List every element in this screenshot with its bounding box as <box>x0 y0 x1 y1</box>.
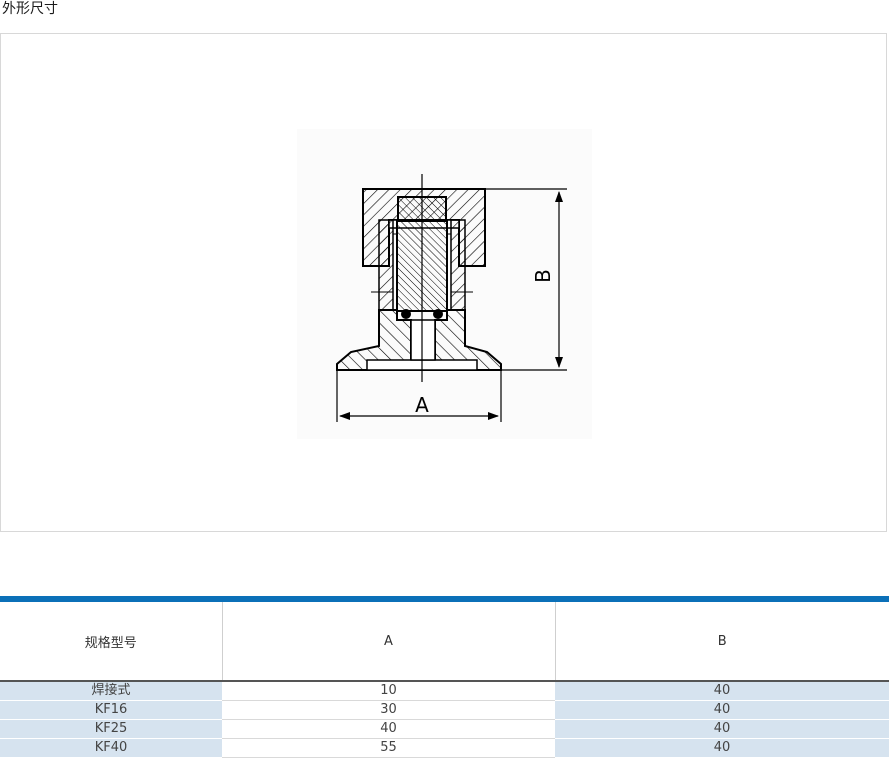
table-row: 焊接式 10 40 <box>0 681 889 701</box>
cell-b: 40 <box>555 700 889 720</box>
o-ring-right <box>433 309 443 319</box>
cell-a: 40 <box>222 719 555 739</box>
header-a: A <box>221 602 555 682</box>
header-b: B <box>554 602 889 682</box>
spec-table: 规格型号 A B 焊接式 10 40 KF16 30 40 KF25 40 40 <box>0 602 889 758</box>
cell-a: 10 <box>222 681 555 701</box>
header-model: 规格型号 <box>0 602 222 682</box>
cell-b: 40 <box>555 719 889 739</box>
section-title: 外形尺寸 <box>2 1 58 17</box>
o-ring-left <box>401 309 411 319</box>
cell-a: 30 <box>222 700 555 720</box>
dimension-a-label: A <box>415 393 429 417</box>
dimension-b-label: B <box>531 269 555 283</box>
cell-model: KF40 <box>0 738 222 758</box>
dimension-drawing-frame: B A <box>0 33 887 532</box>
dimension-b: B <box>485 188 567 371</box>
table-header-row: 规格型号 A B <box>0 602 889 682</box>
cell-model: KF25 <box>0 719 222 739</box>
technical-drawing: B A <box>297 129 592 439</box>
cell-a: 55 <box>222 738 555 758</box>
dimension-a: A <box>336 370 502 422</box>
cell-b: 40 <box>555 738 889 758</box>
table-top-rule <box>0 596 889 602</box>
cell-model: 焊接式 <box>0 681 222 701</box>
table-row: KF16 30 40 <box>0 700 889 720</box>
cell-b: 40 <box>555 681 889 701</box>
cell-model: KF16 <box>0 700 222 720</box>
spec-table-container: 规格型号 A B 焊接式 10 40 KF16 30 40 KF25 40 40 <box>0 596 889 758</box>
table-row: KF40 55 40 <box>0 738 889 758</box>
inner-sleeve <box>378 219 466 311</box>
table-row: KF25 40 40 <box>0 719 889 739</box>
